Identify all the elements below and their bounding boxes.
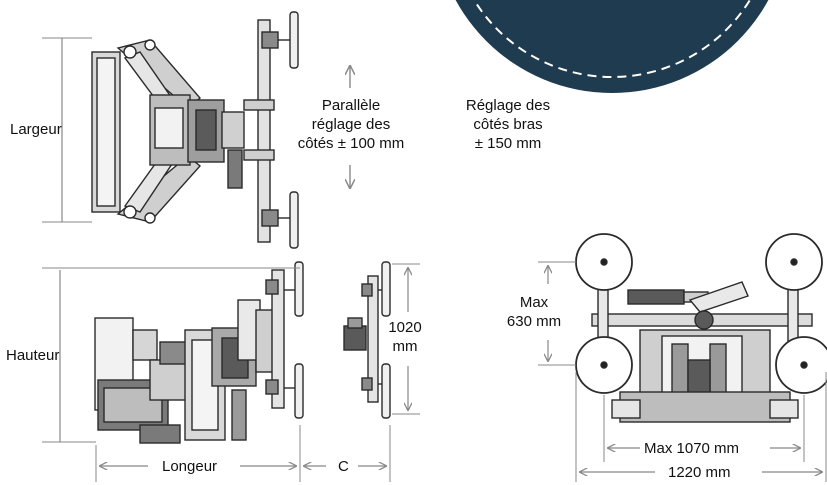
label-largeur: Largeur — [10, 121, 62, 138]
label-parallel-line1: Parallèle — [321, 97, 381, 114]
label-max630-line2: 630 mm — [506, 313, 562, 330]
side-view-machine — [94, 261, 304, 444]
label-width-1220: 1220 mm — [668, 464, 731, 481]
label-arms-line2: côtés bras — [473, 116, 543, 133]
label-arms-adjustment: Réglage des côtés bras ± 150 mm — [448, 96, 568, 153]
label-parallel-line3: côtés ± 100 mm — [297, 135, 405, 152]
label-max-630: Max 630 mm — [494, 293, 574, 331]
label-arms-line1: Réglage des — [465, 97, 551, 114]
label-parallel-line2: réglage des — [311, 116, 391, 133]
label-height-1020: 1020 mm — [382, 318, 428, 356]
decorative-badge — [455, 0, 769, 93]
top-view-machine — [91, 11, 299, 249]
label-hauteur: Hauteur — [6, 347, 60, 364]
label-1020-line1: 1020 — [388, 319, 422, 336]
label-arms-line3: ± 150 mm — [474, 135, 542, 152]
compact-side-view-machine — [343, 261, 391, 419]
label-parallel-adjustment: Parallèle réglage des côtés ± 100 mm — [290, 96, 412, 153]
label-max-1070: Max 1070 mm — [644, 440, 740, 457]
label-longeur: Longeur — [162, 458, 218, 475]
label-1020-line2: mm — [392, 338, 418, 355]
front-view-machine — [575, 233, 827, 423]
label-c: C — [338, 458, 349, 475]
label-max630-line1: Max — [519, 294, 549, 311]
